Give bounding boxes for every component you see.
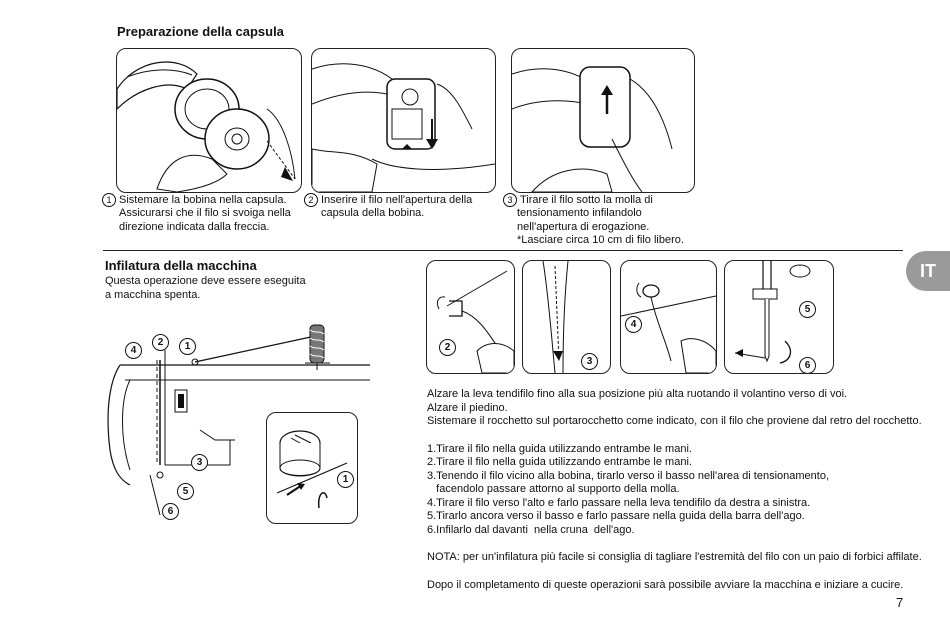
- illustration-bobbin-insert: [116, 48, 302, 193]
- diagram-label-2: 2: [152, 334, 169, 351]
- caption-line: Sistemare la bobina nella capsula.: [119, 193, 287, 206]
- instruction-step: facendolo passare attorno al supporto de…: [427, 483, 680, 495]
- instruction-step: 4.Tirare il filo verso l'alto e farlo pa…: [427, 496, 811, 509]
- diagram-label-4: 4: [125, 342, 142, 359]
- illustration-step-4: 4: [620, 260, 717, 374]
- instruction-step: 1.Tirare il filo nella guida utilizzando…: [427, 442, 692, 455]
- illustration-step-5-6: 5 6: [724, 260, 834, 374]
- intro-line: a macchina spenta.: [105, 288, 201, 301]
- machine-threading-diagram: 4 2 1 3 5 6: [105, 320, 405, 520]
- caption-line: nell'apertura di erogazione.: [517, 220, 650, 233]
- threading-intro: Questa operazione deve essere eseguita a…: [105, 275, 306, 302]
- diagram-label-5: 5: [177, 483, 194, 500]
- step-number-badge: 3: [503, 193, 517, 207]
- caption-line: Inserire il filo nell'apertura della: [321, 193, 473, 206]
- instruction-closing: Dopo il completamento di queste operazio…: [427, 578, 904, 591]
- section-title-threading: Infilatura della macchina: [105, 258, 257, 273]
- instruction-intro-line: Sistemare il rocchetto sul portarocchett…: [427, 415, 922, 427]
- caption-line: direzione indicata dalla freccia.: [119, 220, 270, 233]
- instruction-step: 6.Infilarlo dal davanti nella cruna dell…: [427, 523, 635, 536]
- illustration-step-2: 2: [426, 260, 515, 374]
- instructions-body: Alzare la leva tendifilo fino alla sua p…: [427, 388, 947, 592]
- diagram-label-3: 3: [191, 454, 208, 471]
- caption-line: *Lasciare circa 10 cm di filo libero.: [517, 234, 684, 247]
- instruction-step: 2.Tirare il filo nella guida utilizzando…: [427, 456, 692, 468]
- language-tab: IT: [906, 251, 950, 291]
- inset-label-1: 1: [337, 471, 354, 488]
- illustration-spool-detail: 1: [266, 412, 358, 524]
- instruction-step: 5.Tirarlo ancora verso il basso e farlo …: [427, 510, 805, 522]
- diagram-label-1: 1: [179, 338, 196, 355]
- instruction-step: 3.Tenendo il filo vicino alla bobina, ti…: [427, 469, 829, 482]
- section-title-bobbin: Preparazione della capsula: [117, 24, 284, 39]
- step-panel-label-3: 3: [581, 353, 598, 370]
- step-panel-label-6: 6: [799, 357, 816, 373]
- step-panel-label-5: 5: [799, 301, 816, 318]
- page-number: 7: [896, 595, 904, 610]
- illustration-thread-insert: [311, 48, 496, 193]
- step-number-badge: 2: [304, 193, 318, 207]
- caption-line: capsula della bobina.: [321, 207, 425, 220]
- diagram-label-6: 6: [162, 503, 179, 520]
- step-panel-label-2: 2: [439, 339, 456, 356]
- illustration-step-3: 3: [522, 260, 611, 374]
- step-panel-label-4: 4: [625, 316, 642, 333]
- instruction-note: NOTA: per un'infilatura più facile si co…: [427, 551, 922, 563]
- intro-line: Questa operazione deve essere eseguita: [105, 275, 306, 287]
- instruction-intro-line: Alzare la leva tendifilo fino alla sua p…: [427, 388, 848, 400]
- caption-line: tensionamento infilandolo: [517, 207, 642, 220]
- step-number-badge: 1: [102, 193, 116, 207]
- caption-line: Assicurarsi che il filo si svoiga nella: [119, 207, 291, 220]
- section-divider: [103, 250, 903, 251]
- illustration-tension-spring: [511, 48, 695, 193]
- instruction-intro-line: Alzare il piedino.: [427, 401, 508, 414]
- caption-line: Tirare il filo sotto la molla di: [520, 193, 653, 206]
